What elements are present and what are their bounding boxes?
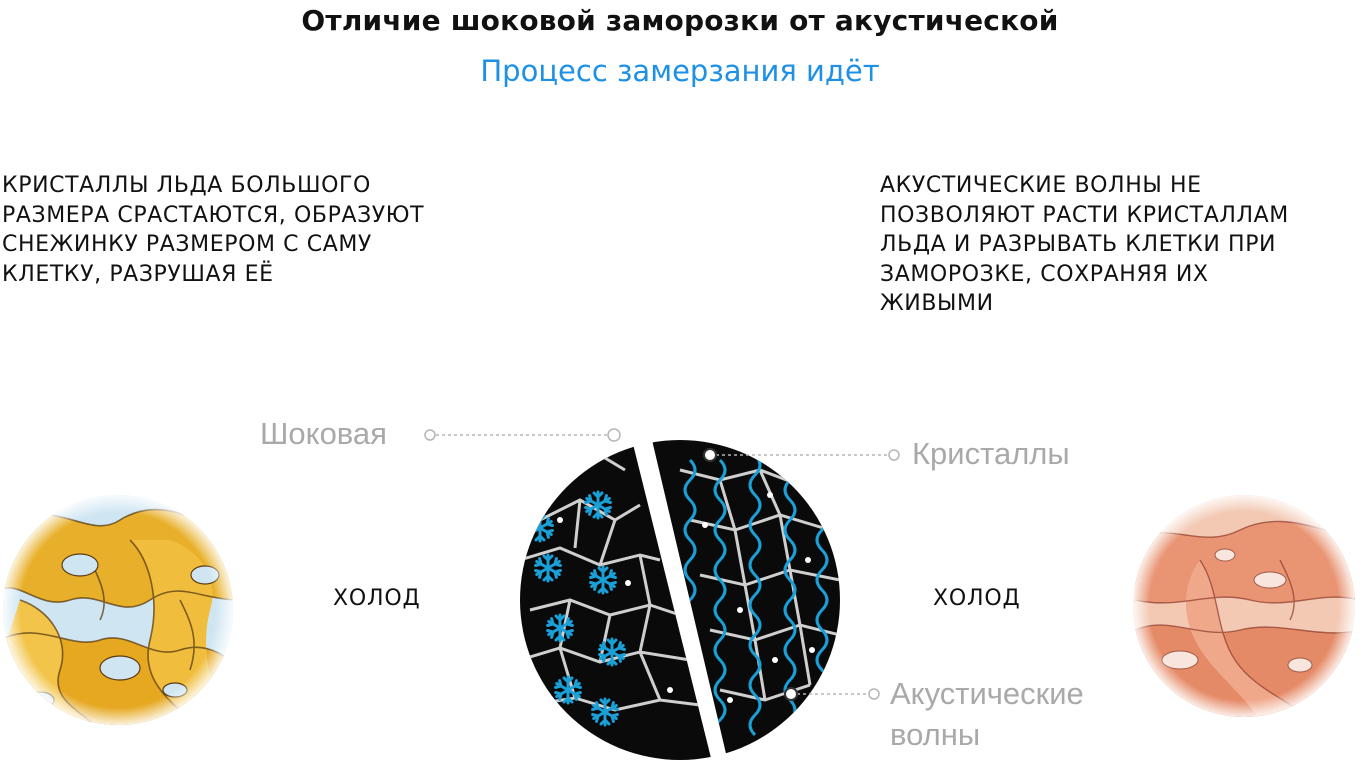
acoustic-freezing-cells (652, 440, 840, 760)
description-line: ЖИВЫМИ (880, 291, 994, 316)
description-line: СНЕЖИНКУ РАЗМЕРОМ С САМУ (2, 232, 372, 257)
shock-freezing-cells (520, 440, 840, 760)
callout-acoustic-line: волны (890, 717, 981, 752)
description-line: КЛЕТКУ, РАЗРУШАЯ ЕЁ (2, 261, 274, 287)
description-line: ЗАМОРОЗКЕ, СОХРАНЯЯ ИХ (880, 261, 1209, 287)
page-subtitle: Процесс замерзания идёт (480, 54, 880, 88)
callout-shock: Шоковая (260, 416, 387, 451)
callout-connectors (424, 428, 900, 701)
description-line: ПОЗВОЛЯЮТ РАСТИ КРИСТАЛЛАМ (880, 202, 1289, 228)
description-line: ЛЬДА И РАЗРЫВАТЬ КЛЕТКИ ПРИ (880, 232, 1277, 257)
shock-freezing-description: КРИСТАЛЛЫ ЛЬДА БОЛЬШОГО РАЗМЕРА СРАСТАЮТ… (2, 171, 502, 289)
shock-frozen-tissue-image (3, 495, 233, 725)
description-line: АКУСТИЧЕСКИЕ ВОЛНЫ НЕ (880, 173, 1202, 198)
acoustic-freezing-description: АКУСТИЧЕСКИЕ ВОЛНЫ НЕ ПОЗВОЛЯЮТ РАСТИ КР… (880, 171, 1350, 319)
callout-acoustic-line: Акустические (890, 676, 1084, 711)
acoustic-frozen-tissue-image (1133, 495, 1355, 717)
cold-label-left: ХОЛОД (333, 586, 421, 611)
page-title: Отличие шоковой заморозки от акустическо… (301, 4, 1059, 37)
description-line: РАЗМЕРА СРАСТАЮТСЯ, ОБРАЗУЮТ (2, 202, 425, 228)
callout-acoustic-waves: Акустические волны (890, 673, 1150, 755)
callout-crystals: Кристаллы (912, 436, 1070, 471)
cold-label-right: ХОЛОД (933, 586, 1021, 611)
description-line: КРИСТАЛЛЫ ЛЬДА БОЛЬШОГО (2, 173, 371, 198)
